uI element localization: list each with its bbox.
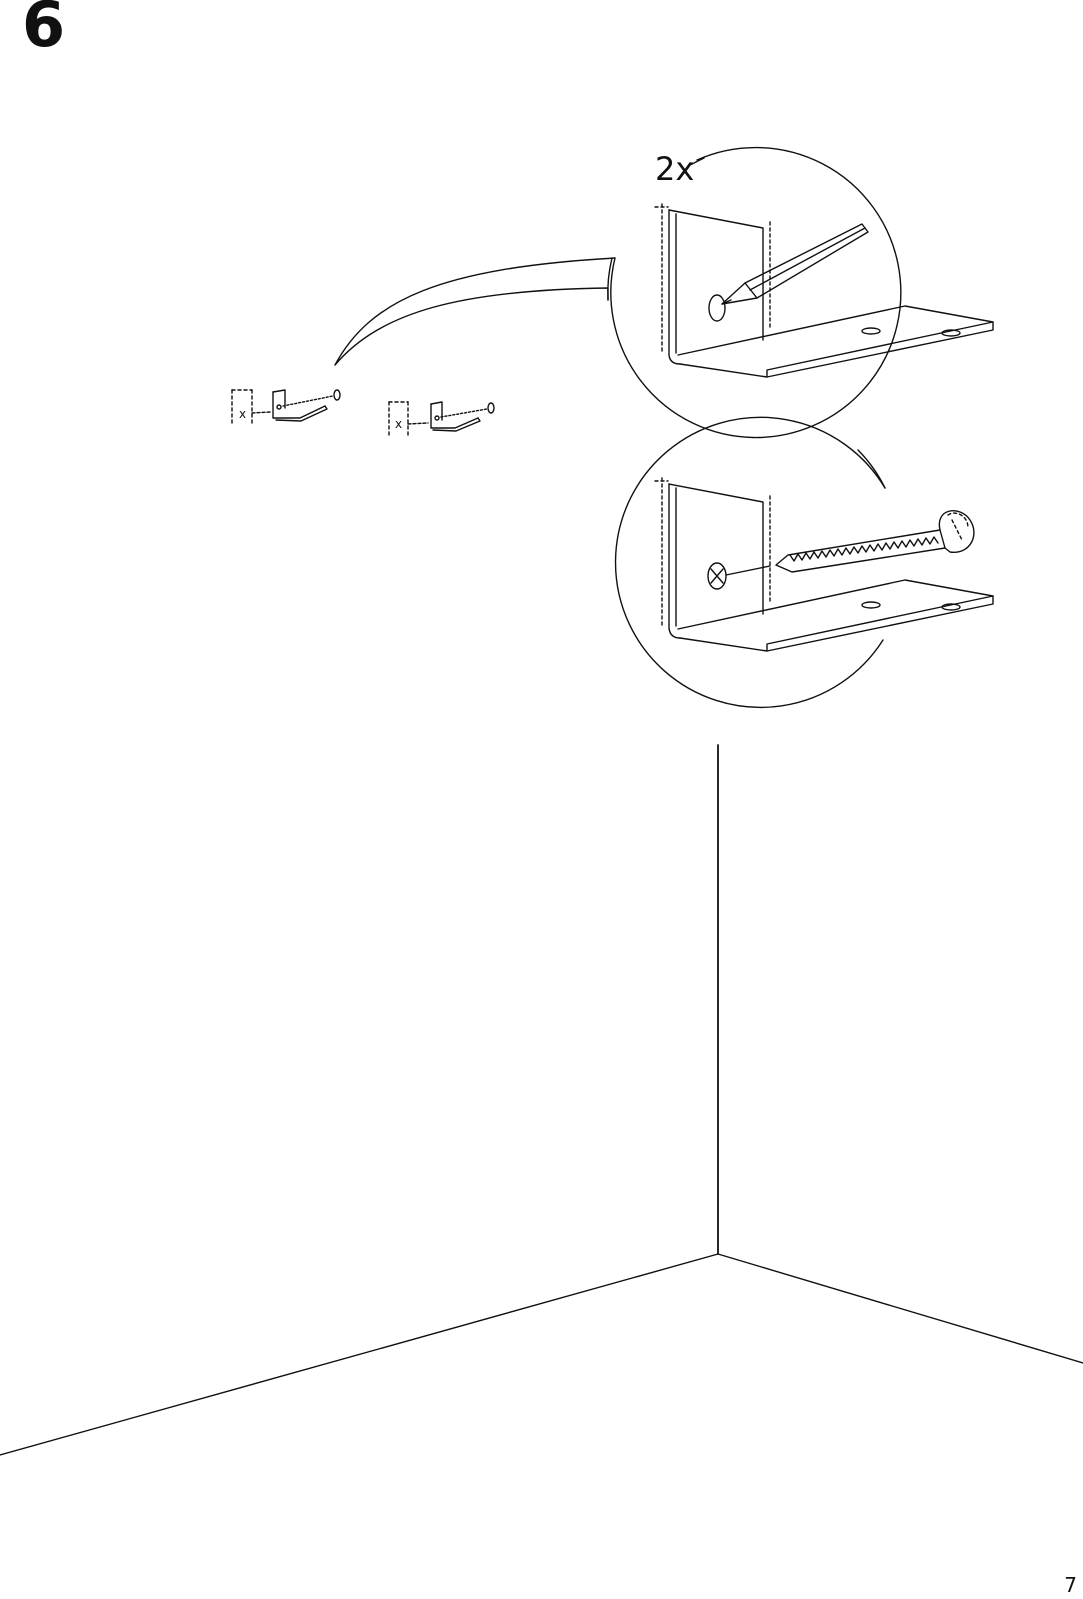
detail-circle-mark-hole: 2x <box>608 148 993 438</box>
floor-line-left <box>0 1254 718 1455</box>
small-bracket-right: x <box>389 402 494 435</box>
quantity-label: 2x <box>655 150 694 188</box>
marker-x-left: x <box>239 407 246 421</box>
marker-x-right: x <box>395 417 402 431</box>
detail-circle-screw <box>616 417 993 707</box>
page-number: 7 <box>1064 1573 1077 1597</box>
floor-line-right <box>718 1254 1083 1363</box>
small-bracket-left: x <box>232 390 340 425</box>
pencil-icon <box>722 224 868 304</box>
room-corner <box>0 745 1083 1455</box>
screw-icon <box>776 511 974 572</box>
callout-leader <box>335 258 615 365</box>
